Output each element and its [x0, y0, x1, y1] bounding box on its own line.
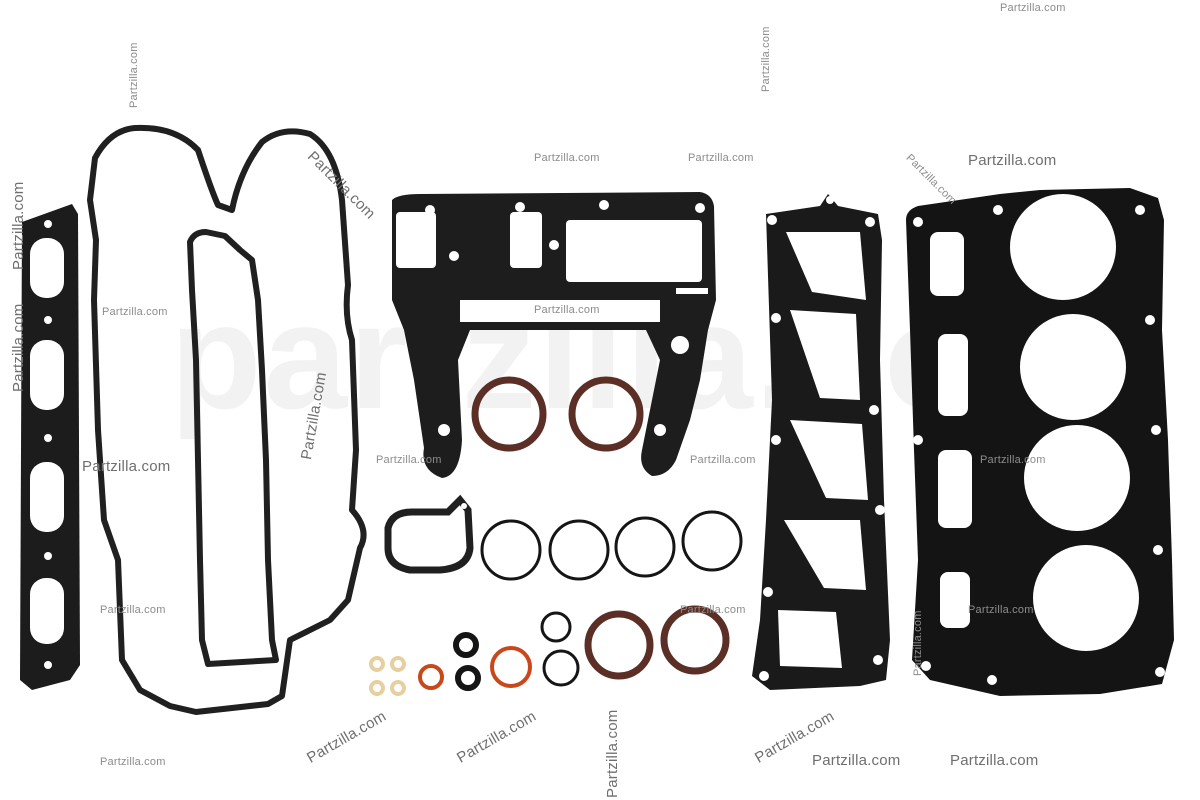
watermark: Partzilla.com	[968, 604, 1034, 616]
crank-seals	[471, 376, 730, 680]
watermark: Partzilla.com	[950, 752, 1039, 769]
watermark: Partzilla.com	[912, 610, 924, 676]
watermark: Partzilla.com	[968, 152, 1057, 169]
watermark: Partzilla.com	[604, 709, 621, 798]
watermark: Partzilla.com	[10, 181, 27, 270]
watermark: Partzilla.com	[760, 26, 772, 92]
exhaust-plate-gasket	[392, 192, 716, 478]
watermark: Partzilla.com	[812, 752, 901, 769]
ladder-gasket	[752, 194, 890, 690]
copper-washers	[369, 656, 406, 696]
watermark: Partzilla.com	[100, 604, 166, 616]
head-gasket	[906, 188, 1174, 696]
intake-manifold-gasket	[20, 204, 80, 690]
watermark: Partzilla.com	[376, 454, 442, 466]
watermark: Partzilla.com	[102, 306, 168, 318]
watermark: Partzilla.com	[688, 152, 754, 164]
watermark: Partzilla.com	[690, 454, 756, 466]
o-rings	[453, 510, 743, 691]
watermark: Partzilla.com	[82, 458, 171, 475]
watermark: Partzilla.com	[980, 454, 1046, 466]
watermark: Partzilla.com	[680, 604, 746, 616]
watermark: Partzilla.com	[128, 42, 140, 108]
watermark: Partzilla.com	[534, 304, 600, 316]
orange-rings	[418, 646, 532, 690]
watermark: Partzilla.com	[1000, 2, 1066, 14]
cover-seal-loop	[87, 124, 367, 715]
watermark: Partzilla.com	[10, 303, 27, 392]
watermark: Partzilla.com	[100, 756, 166, 768]
watermark: Partzilla.com	[534, 152, 600, 164]
port-gasket	[384, 494, 474, 574]
